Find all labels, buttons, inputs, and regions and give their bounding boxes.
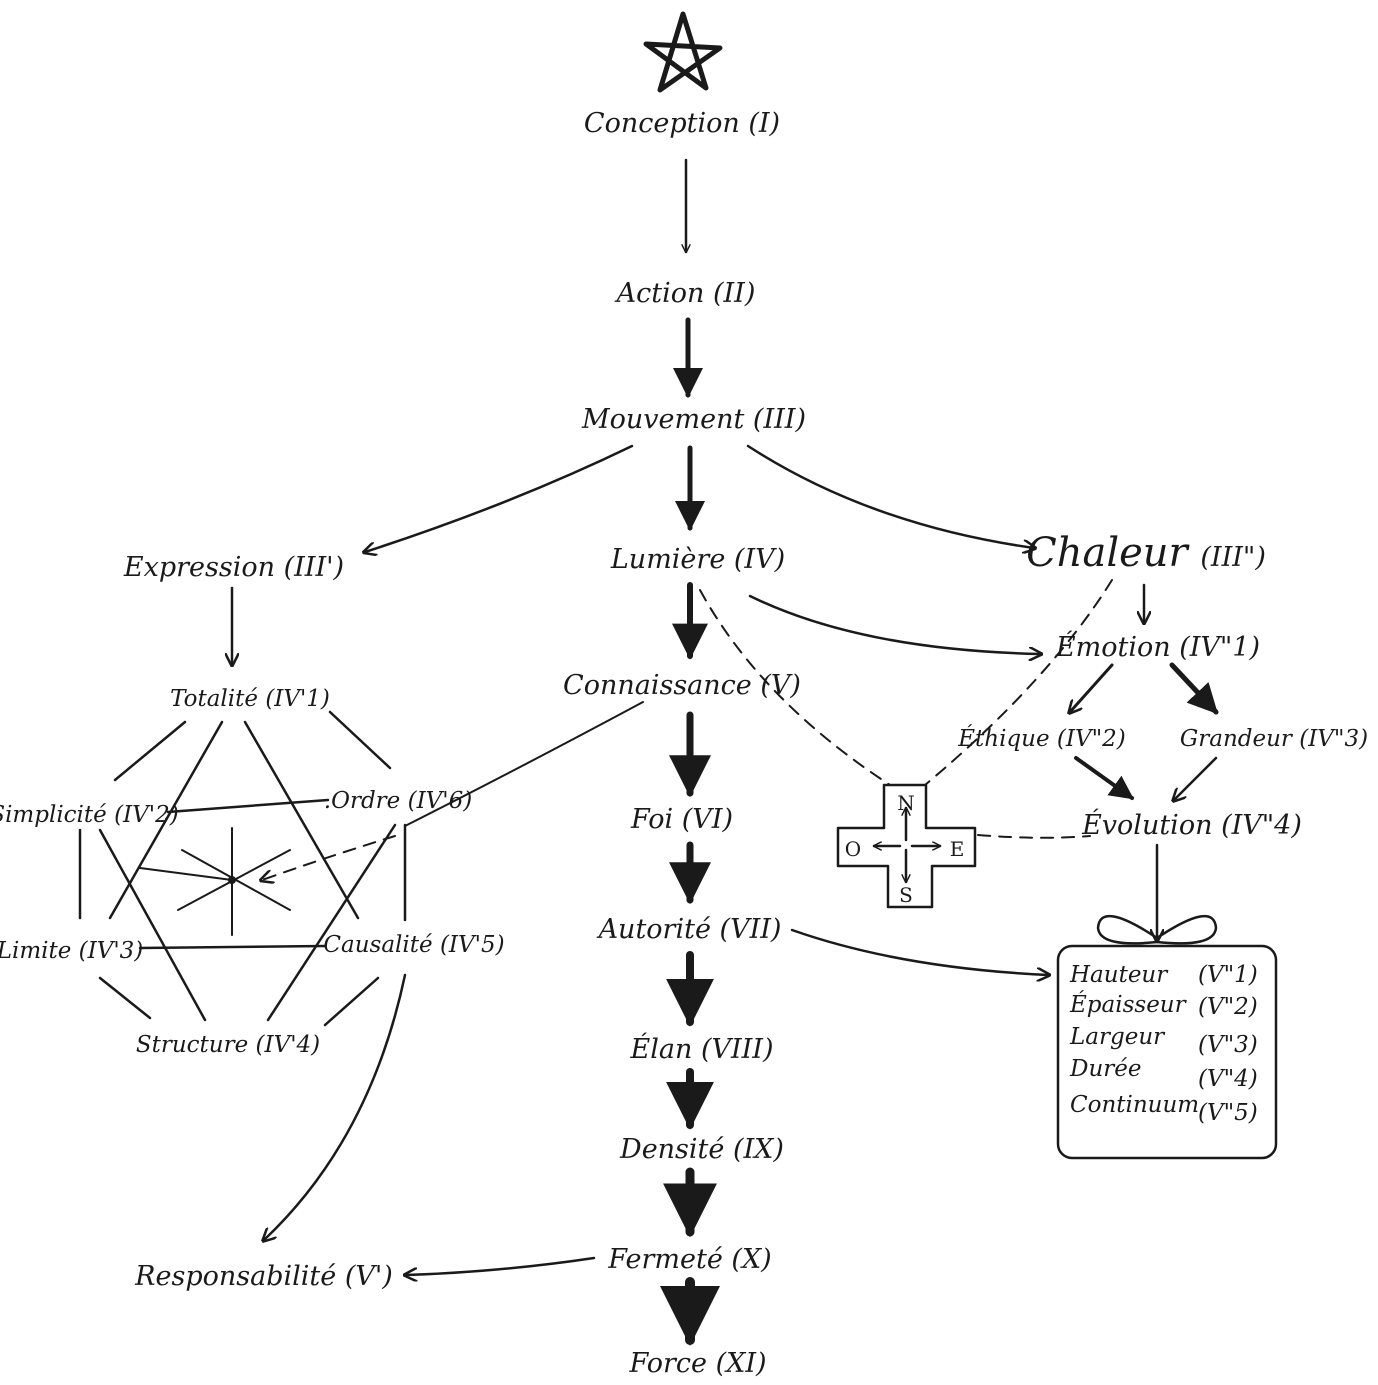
node-foi: Foi (VI) [630,804,733,835]
hex-edge [328,710,392,770]
node-action: Action (II) [614,278,756,309]
box-items: Hauteur (V"1) Épaisseur (V"2) Largeur (V… [1069,962,1258,1126]
node-elan: Élan (VIII) [630,1032,774,1065]
arrow-mouvement-expression [365,444,634,552]
hex-link-simplicite-ordre [166,798,330,814]
box-item-num: (V"2) [1198,994,1258,1020]
gift-box-frame [1056,944,1278,1160]
hexagon-network [78,710,407,1027]
box-item-num: (V"1) [1198,962,1258,988]
box-item-num: (V"5) [1198,1100,1258,1126]
node-responsabilite: Responsabilité (V') [134,1261,393,1292]
node-grandeur: Grandeur (IV"3) [1180,726,1368,752]
node-conception: Conception (I) [584,108,780,139]
arrow-fermete-responsabilite [406,1256,596,1275]
box-item-label: Épaisseur [1069,991,1188,1018]
dashed-compass-evolution [977,834,1091,839]
arrow-ethique-evolution [1074,756,1134,800]
hex-center-point [228,876,236,884]
compass-e-label: E [950,837,965,861]
line-connaissance-ordre [404,701,644,827]
box-item-label: Hauteur [1069,962,1169,988]
arrow-autorite-box [790,928,1048,975]
node-totalite: Totalité (IV'1) [170,686,330,712]
node-fermete: Fermeté (X) [607,1244,771,1275]
box-item-label: Largeur [1069,1024,1166,1050]
node-evolution: Évolution (IV"4) [1081,808,1302,841]
node-expression: Expression (III') [123,552,344,583]
dashed-lumiere-compass [699,589,891,786]
node-chaleur: Chaleur (III") [1026,530,1266,576]
node-structure: Structure (IV'4) [136,1032,320,1058]
hex-link-totalite-causalite [243,720,360,920]
hex-edge [323,976,380,1027]
hex-link-limite-causalite [138,944,327,950]
hex-edge [113,720,187,782]
hex-center-ray [139,867,233,881]
compass-cross-icon: N S O E [836,783,977,909]
node-ordre: .Ordre (IV'6) [324,788,472,814]
hex-link-simplicite-structure [98,828,207,1022]
arrow-lumiere-emotion [748,594,1040,654]
arrow-emotion-grandeur [1169,662,1219,715]
hex-link-totalite-limite [108,720,224,920]
hex-link-ordre-structure [266,823,397,1022]
node-labels: Conception (I) Action (II) Mouvement (II… [0,108,1368,1379]
node-ethique: Éthique (IV"2) [957,725,1126,752]
arrow-mouvement-chaleur [746,444,1034,548]
box-item-num: (V"3) [1198,1032,1258,1058]
node-force: Force (XI) [628,1348,766,1379]
gift-box-icon [1056,914,1278,1160]
hex-edge [98,976,152,1020]
dashed-chaleur-compass [924,579,1113,786]
node-autorite: Autorité (VII) [596,914,782,945]
node-causalite: Causalité (IV'5) [323,932,504,958]
node-mouvement: Mouvement (III) [581,404,806,435]
dashed-links [699,579,1113,839]
dashed-arrow-center [262,835,396,880]
node-connaissance: Connaissance (V) [563,670,801,701]
node-limite: Limite (IV'3) [0,938,143,964]
compass-s-label: S [899,883,913,907]
arrow-emotion-ethique [1070,663,1114,712]
box-item-label: Continuum [1070,1092,1199,1118]
node-densite: Densité (IX) [619,1134,784,1165]
box-item-num: (V"4) [1198,1066,1258,1092]
arrow-causalite-responsabilite [264,973,407,1240]
node-emotion: Émotion (IV"1) [1055,630,1260,663]
node-simplicite: Simplicité (IV'2) [0,802,179,828]
pentagram-icon [643,11,723,93]
box-item-label: Durée [1069,1056,1141,1082]
arrow-grandeur-evolution [1174,756,1218,800]
compass-n-label: N [897,791,915,815]
compass-o-label: O [845,837,861,861]
node-lumiere: Lumière (IV) [610,544,785,575]
main-chain-arrows [660,158,720,1346]
branch-arrows [232,444,1219,1275]
